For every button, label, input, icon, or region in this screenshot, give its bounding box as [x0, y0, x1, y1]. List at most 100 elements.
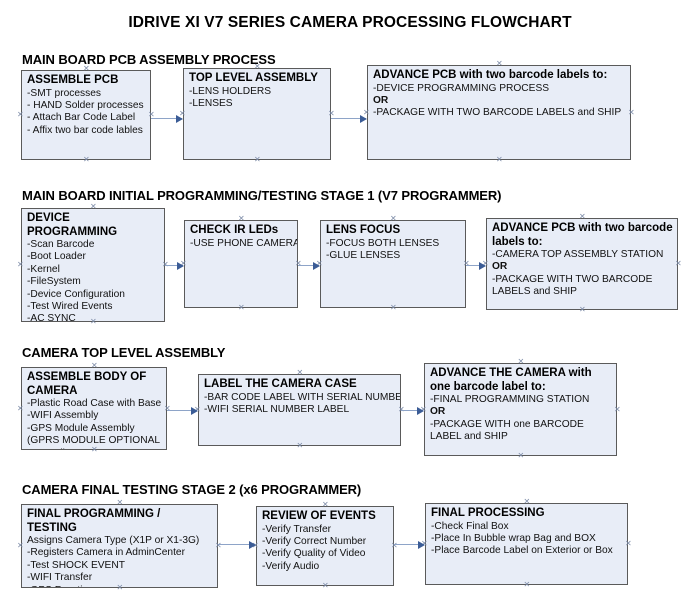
resize-handle-icon[interactable]: ✕	[148, 110, 155, 119]
arrow-assemble-body-of-camera-to-label-the-camera-case[interactable]	[167, 405, 198, 417]
resize-handle-icon[interactable]: ✕	[215, 541, 222, 550]
node-top-level-assembly[interactable]: TOP LEVEL ASSEMBLY-LENS HOLDERS-LENSES	[183, 68, 331, 160]
resize-handle-icon[interactable]: ✕	[328, 109, 335, 118]
node-device-programming[interactable]: DEVICE PROGRAMMING-Scan Barcode-Boot Loa…	[21, 208, 165, 322]
node-assemble-pcb[interactable]: ASSEMBLE PCB-SMT processes- HAND Solder …	[21, 70, 151, 160]
node-title: ADVANCE THE CAMERA with one barcode labe…	[430, 367, 592, 393]
resize-handle-icon[interactable]: ✕	[363, 107, 370, 117]
node-line: -BAR CODE LABEL WITH SERIAL NUMBER	[204, 391, 401, 403]
resize-handle-icon[interactable]: ✕	[17, 260, 24, 269]
resize-handle-icon[interactable]: ✕	[517, 357, 525, 366]
resize-handle-icon[interactable]: ✕	[390, 214, 397, 223]
resize-handle-icon[interactable]: ✕	[83, 155, 90, 164]
arrow-device-programming-to-check-ir-leds[interactable]	[165, 260, 184, 272]
arrow-review-of-events-to-final-processing[interactable]	[394, 539, 425, 551]
node-line: -WIFI Assembly	[27, 410, 99, 422]
node-line: -WIFI Transfer	[27, 572, 93, 584]
resize-handle-icon[interactable]: ✕	[322, 581, 329, 590]
node-check-ir-leds[interactable]: CHECK IR LEDs-USE PHONE CAMERA	[184, 220, 298, 308]
resize-handle-icon[interactable]: ✕	[517, 451, 525, 460]
section-title-camera-final-testing: CAMERA FINAL TESTING STAGE 2 (x6 PROGRAM…	[22, 482, 362, 497]
resize-handle-icon[interactable]: ✕	[390, 303, 397, 312]
resize-handle-icon[interactable]: ✕	[296, 368, 304, 377]
node-line: - Affix two bar code lables	[27, 124, 143, 136]
arrow-label-the-camera-case-to-advance-the-camera[interactable]	[401, 405, 424, 417]
node-line: -Registers Camera in AdminCenter	[27, 547, 185, 559]
node-line: -PACKAGE WITH TWO BARCODE LABELS and SHI…	[373, 107, 622, 119]
node-label-the-camera-case[interactable]: LABEL THE CAMERA CASE-BAR CODE LABEL WIT…	[198, 374, 401, 446]
resize-handle-icon[interactable]: ✕	[238, 303, 245, 312]
node-line: -Place In Bubble wrap Bag and BOX	[431, 532, 596, 544]
node-title: FINAL PROCESSING	[431, 507, 545, 519]
resize-handle-icon[interactable]: ✕	[90, 202, 97, 211]
arrow-final-programming-testing-to-review-of-events[interactable]	[218, 539, 256, 551]
resize-handle-icon[interactable]: ✕	[463, 259, 470, 268]
node-line: -PACKAGE WITH TWO BARCODE LABELS and SHI…	[492, 273, 653, 298]
node-advance-pcb-two-barcode[interactable]: ADVANCE PCB with two barcode labels to:-…	[367, 65, 631, 160]
node-line: -FINAL PROGRAMMING STATION	[430, 394, 590, 405]
resize-handle-icon[interactable]: ✕	[496, 155, 503, 164]
node-lens-focus[interactable]: LENS FOCUS-FOCUS BOTH LENSES-GLUE LENSES	[320, 220, 466, 308]
resize-handle-icon[interactable]: ✕	[675, 259, 682, 268]
node-final-processing[interactable]: FINAL PROCESSING -Check Final Box-Place …	[425, 503, 628, 585]
resize-handle-icon[interactable]: ✕	[391, 541, 398, 550]
arrow-check-ir-leds-to-lens-focus[interactable]	[298, 260, 320, 272]
resize-handle-icon[interactable]: ✕	[254, 155, 261, 164]
node-line: -Verify Audio	[262, 560, 320, 572]
node-line: OR	[492, 261, 508, 273]
resize-handle-icon[interactable]: ✕	[90, 317, 97, 326]
node-line: -Verify Quality of Video	[262, 548, 366, 560]
resize-handle-icon[interactable]: ✕	[322, 500, 329, 509]
resize-handle-icon[interactable]: ✕	[91, 445, 98, 454]
resize-handle-icon[interactable]: ✕	[116, 498, 124, 507]
node-title: FINAL PROGRAMMING / TESTING	[27, 508, 161, 534]
node-line: OR	[373, 94, 389, 106]
resize-handle-icon[interactable]: ✕	[398, 406, 405, 414]
arrow-lens-focus-to-advance-pcb-camera-top[interactable]	[466, 260, 486, 272]
resize-handle-icon[interactable]: ✕	[83, 64, 90, 73]
node-line: -Plastic Road Case with Base	[27, 398, 162, 409]
node-line: -Boot Loader	[27, 251, 86, 263]
node-line: -Place Barcode Label on Exterior or Box	[431, 545, 613, 557]
resize-handle-icon[interactable]: ✕	[625, 539, 632, 548]
resize-handle-icon[interactable]: ✕	[523, 580, 531, 589]
arrow-top-level-assembly-to-advance-pcb-two-barcode[interactable]	[331, 113, 367, 125]
node-line: - Attach Bar Code Label	[27, 112, 136, 124]
resize-handle-icon[interactable]: ✕	[17, 541, 24, 550]
node-line: OR	[430, 406, 446, 418]
node-review-of-events[interactable]: REVIEW OF EVENTS-Verify Transfer-Verify …	[256, 506, 394, 586]
resize-handle-icon[interactable]: ✕	[254, 62, 261, 71]
node-line: -SMT processes	[27, 87, 101, 99]
resize-handle-icon[interactable]: ✕	[17, 403, 24, 413]
node-advance-pcb-camera-top[interactable]: ADVANCE PCB with two barcode labels to:-…	[486, 218, 678, 310]
node-title: LABEL THE CAMERA CASE	[204, 378, 357, 390]
resize-handle-icon[interactable]: ✕	[579, 212, 586, 221]
node-line: -GLUE LENSES	[326, 249, 401, 261]
resize-handle-icon[interactable]: ✕	[295, 259, 302, 268]
node-title: DEVICE PROGRAMMING	[27, 212, 118, 238]
resize-handle-icon[interactable]: ✕	[116, 583, 124, 592]
resize-handle-icon[interactable]: ✕	[162, 261, 169, 269]
node-line: -Verify Correct Number	[262, 535, 367, 547]
resize-handle-icon[interactable]: ✕	[179, 109, 186, 118]
resize-handle-icon[interactable]: ✕	[496, 59, 503, 68]
resize-handle-icon[interactable]: ✕	[17, 110, 24, 119]
resize-handle-icon[interactable]: ✕	[164, 403, 171, 413]
resize-handle-icon[interactable]: ✕	[523, 497, 531, 506]
node-title: TOP LEVEL ASSEMBLY	[189, 72, 318, 84]
node-title: LENS FOCUS	[326, 224, 401, 236]
node-advance-the-camera[interactable]: ADVANCE THE CAMERA with one barcode labe…	[424, 363, 617, 456]
resize-handle-icon[interactable]: ✕	[579, 305, 586, 314]
node-line: -USE PHONE CAMERA	[190, 237, 298, 249]
node-line: -Verify Transfer	[262, 523, 332, 535]
resize-handle-icon[interactable]: ✕	[628, 107, 635, 117]
arrow-assemble-pcb-to-top-level-assembly[interactable]	[151, 113, 183, 125]
resize-handle-icon[interactable]: ✕	[614, 404, 621, 414]
node-title: ASSEMBLE PCB	[27, 74, 119, 86]
resize-handle-icon[interactable]: ✕	[296, 441, 304, 450]
node-assemble-body-of-camera[interactable]: ASSEMBLE BODY OF CAMERA-Plastic Road Cas…	[21, 367, 167, 450]
resize-handle-icon[interactable]: ✕	[91, 361, 98, 370]
resize-handle-icon[interactable]: ✕	[238, 214, 245, 223]
